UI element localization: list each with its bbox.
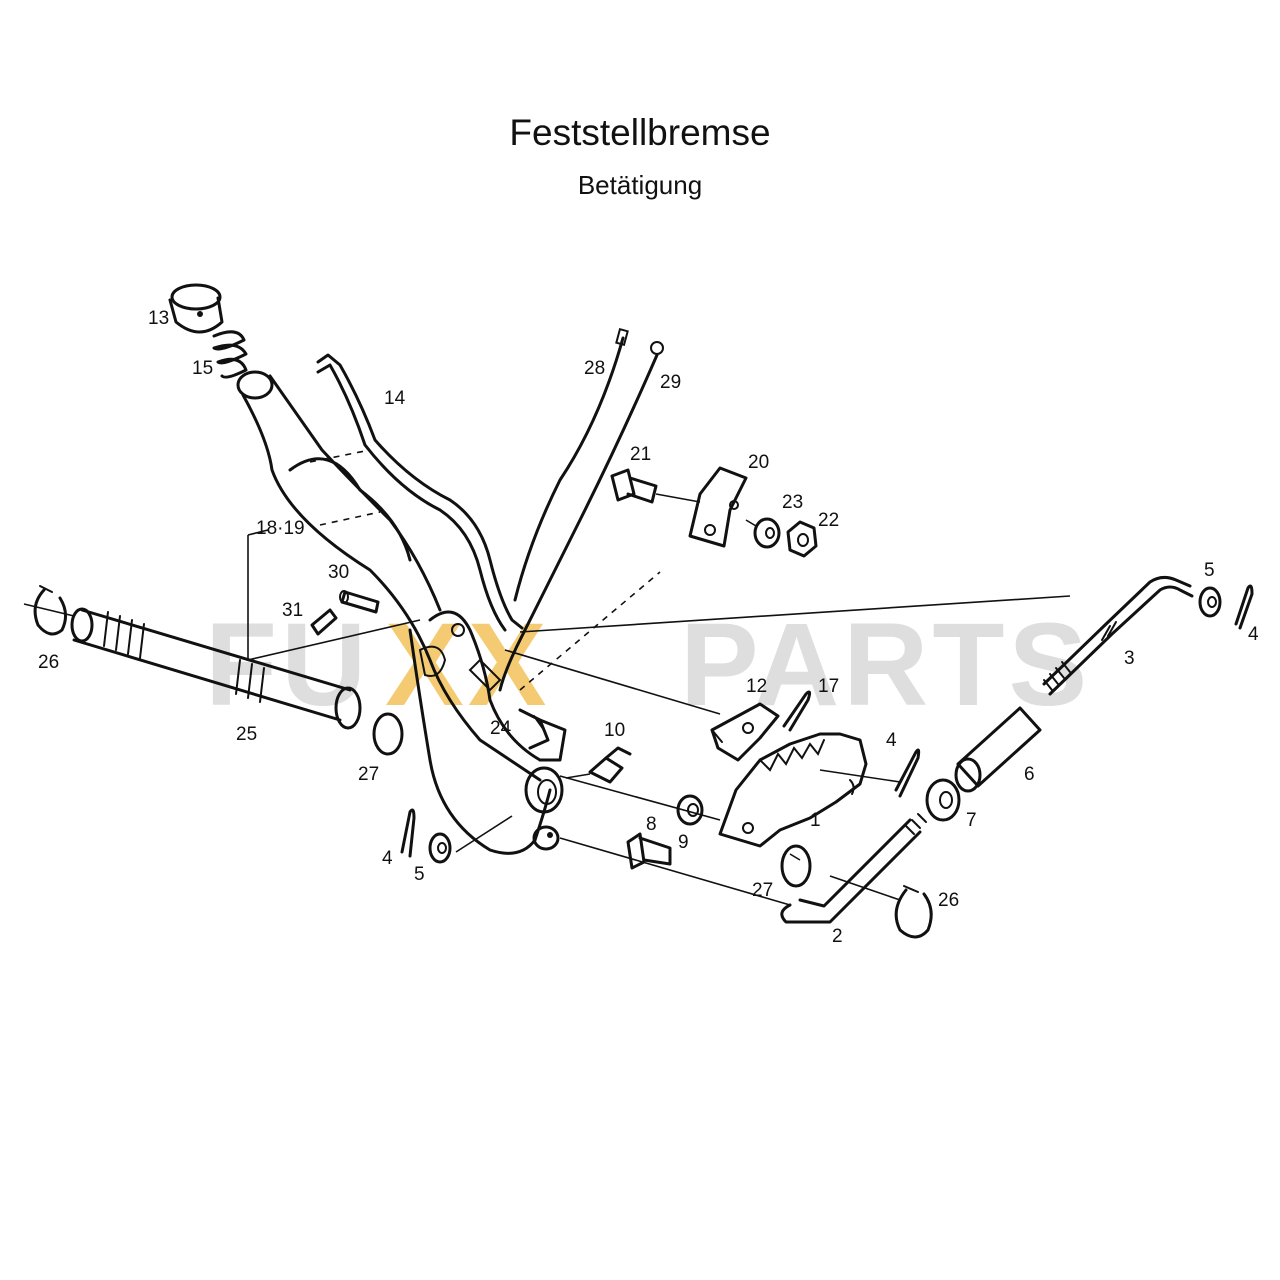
part-18-19-lever[interactable] — [236, 370, 567, 855]
part-25-shaft[interactable] — [70, 607, 362, 730]
part-24-pawl[interactable] — [518, 708, 550, 750]
callout-17: 17 — [818, 676, 839, 697]
part-29-cable[interactable] — [498, 341, 664, 692]
callout-10: 10 — [604, 720, 625, 741]
callout-30: 30 — [328, 562, 349, 583]
part-2-rod[interactable] — [780, 813, 927, 924]
watermark-right: PARTS — [680, 599, 1091, 731]
part-26-circlip-right[interactable] — [894, 885, 933, 939]
part-27-ring-right[interactable] — [780, 844, 812, 888]
part-28-cable[interactable] — [513, 327, 629, 602]
part-21-bolt[interactable] — [610, 468, 658, 504]
part-13-knob[interactable] — [168, 283, 224, 334]
callout-23: 23 — [782, 492, 803, 513]
callout-6: 6 — [1024, 764, 1035, 785]
callout-24: 24 — [490, 718, 512, 739]
callout-5-right: 5 — [1204, 560, 1215, 581]
callout-labels: 13 15 14 28 29 21 20 23 22 18·19 30 31 2… — [38, 308, 1259, 947]
part-31-pin[interactable] — [310, 608, 338, 636]
callout-8: 8 — [646, 814, 657, 835]
watermark-left: FU — [205, 599, 370, 731]
callout-7: 7 — [966, 810, 977, 831]
callout-13: 13 — [148, 308, 169, 329]
part-22-nut[interactable] — [786, 520, 818, 558]
part-1-ratchet-segment[interactable] — [718, 732, 868, 848]
callout-12: 12 — [746, 676, 767, 697]
part-4-split-pin-mid[interactable] — [894, 748, 921, 798]
part-4-split-pin-left[interactable] — [400, 808, 416, 858]
callout-4-left: 4 — [382, 848, 393, 869]
callout-28: 28 — [584, 358, 605, 379]
part-5-washer-right[interactable] — [1198, 586, 1222, 618]
part-7-nut[interactable] — [925, 778, 961, 822]
watermark: FU XX PARTS — [205, 599, 1091, 731]
part-5-washer-left[interactable] — [428, 832, 452, 864]
callout-26-right: 26 — [938, 890, 959, 911]
callout-18-19: 18·19 — [256, 518, 305, 539]
callout-21: 21 — [630, 444, 651, 465]
callout-29: 29 — [660, 372, 681, 393]
part-10-grease-nipple[interactable] — [588, 746, 632, 784]
callout-25: 25 — [236, 724, 257, 745]
part-17-split-pin[interactable] — [782, 690, 812, 732]
callout-27-right: 27 — [752, 880, 773, 901]
part-23-washer[interactable] — [753, 517, 781, 549]
callout-5-left: 5 — [414, 864, 425, 885]
callout-2: 2 — [832, 926, 843, 947]
part-4-split-pin-right[interactable] — [1234, 584, 1254, 630]
callout-26-left: 26 — [38, 652, 59, 673]
callout-20: 20 — [748, 452, 769, 473]
callout-9: 9 — [678, 832, 689, 853]
part-12-pawl[interactable] — [710, 702, 780, 762]
callout-4-mid: 4 — [886, 730, 897, 751]
lever-boss[interactable] — [524, 766, 564, 851]
callout-31: 31 — [282, 600, 303, 621]
callout-14: 14 — [384, 388, 406, 409]
callout-22: 22 — [818, 510, 839, 531]
part-14-rod[interactable] — [309, 353, 524, 632]
callout-3: 3 — [1124, 648, 1135, 669]
callout-15: 15 — [192, 358, 213, 379]
callout-4-right: 4 — [1248, 624, 1259, 645]
part-9-washer[interactable] — [676, 794, 704, 826]
callout-1: 1 — [810, 810, 821, 831]
part-27-ring-left[interactable] — [372, 712, 404, 756]
callout-27-left: 27 — [358, 764, 379, 785]
part-20-bracket[interactable] — [688, 466, 748, 548]
part-30-pin[interactable] — [339, 590, 380, 614]
part-15-spring[interactable] — [212, 330, 248, 379]
page-subtitle: Betätigung — [577, 170, 703, 200]
page-title: Feststellbremse — [509, 112, 771, 153]
part-3-rod[interactable] — [1042, 575, 1194, 696]
part-6-coupling[interactable] — [954, 706, 1042, 793]
part-8-bolt[interactable] — [626, 832, 672, 870]
